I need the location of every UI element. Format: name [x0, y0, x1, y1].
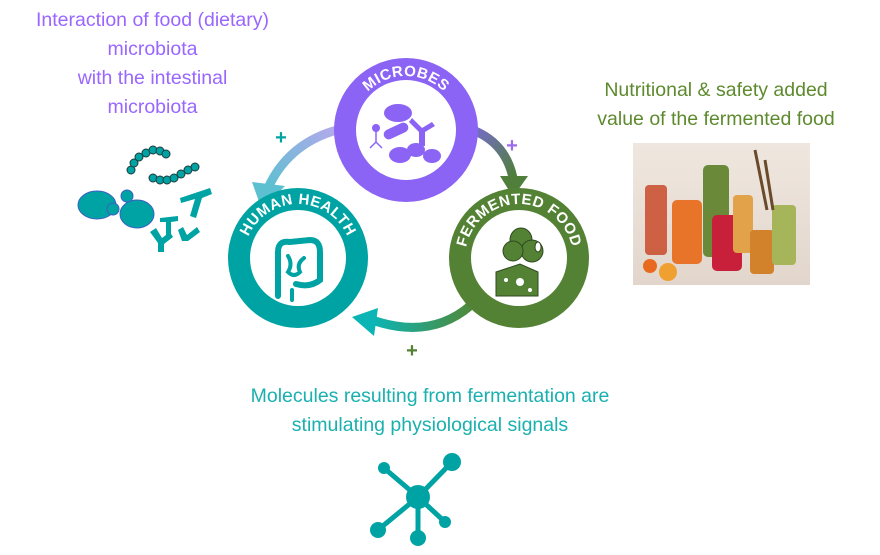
- caption-line: microbiota: [107, 38, 198, 60]
- bottom-caption: Molecules resulting from fermentation ar…: [180, 382, 680, 440]
- microbes-icon: [369, 104, 441, 163]
- fermented-food-photo: [633, 143, 810, 285]
- right-caption: Nutritional & safety added value of the …: [566, 76, 866, 134]
- cheese-icon: [495, 263, 539, 297]
- caption-line: Molecules resulting from fermentation ar…: [250, 385, 610, 407]
- gut-microbiota-illustration: [77, 145, 212, 252]
- plus-sign: +: [506, 135, 518, 157]
- caption-line: Nutritional & safety added: [604, 79, 828, 101]
- left-caption: Interaction of food (dietary) microbiota…: [0, 6, 305, 122]
- plus-sign: +: [275, 127, 287, 149]
- caption-line: microbiota: [107, 96, 198, 118]
- microbes-circle: MICROBES: [334, 58, 478, 202]
- molecule-network-icon: [370, 453, 461, 546]
- plus-sign: +: [406, 340, 418, 362]
- arrow-food-to-health: [352, 302, 473, 336]
- caption-line: stimulating physiological signals: [291, 414, 569, 436]
- olives-icon: [502, 227, 544, 263]
- intestine-icon: [275, 236, 323, 302]
- human-health-circle: HUMAN HEALTH: [228, 188, 368, 328]
- caption-line: with the intestinal: [77, 67, 228, 89]
- fermented-food-circle: FERMENTED FOOD: [449, 188, 589, 328]
- caption-line: Interaction of food (dietary): [35, 9, 270, 31]
- caption-line: value of the fermented food: [597, 108, 835, 130]
